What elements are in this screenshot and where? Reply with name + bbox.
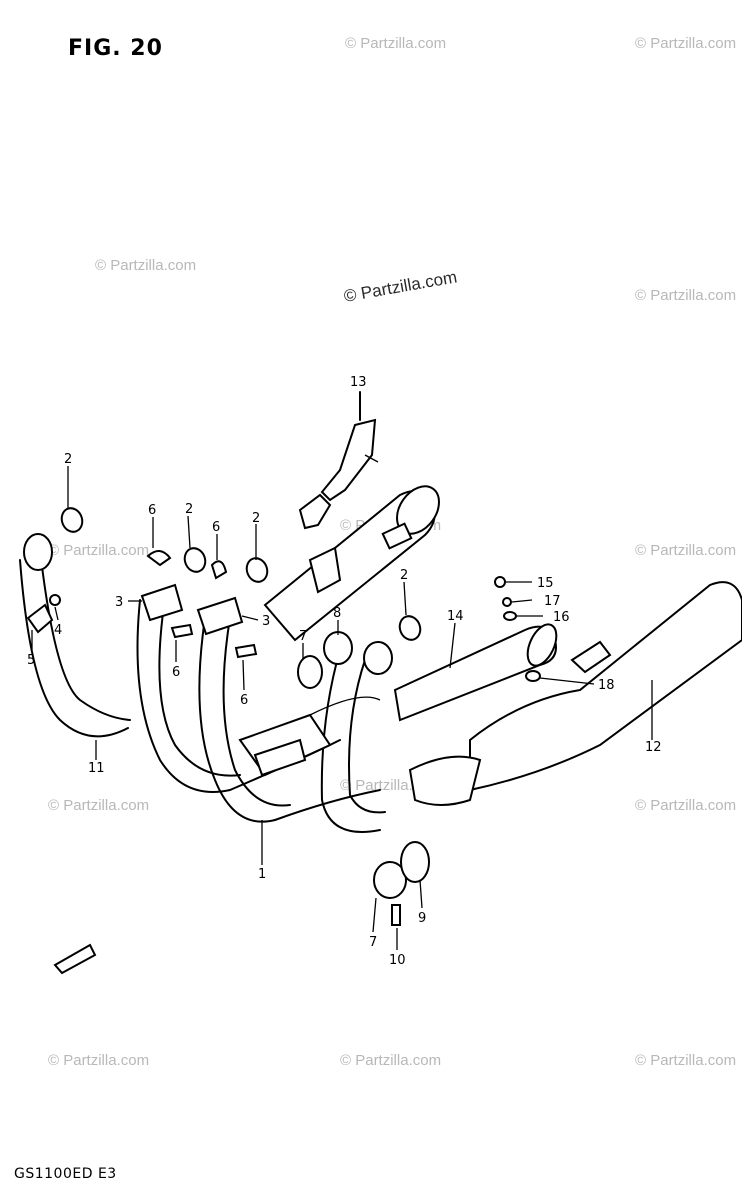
right-muffler: [408, 581, 742, 806]
callout-labels: 13 2 6 2 6 2 2 15 17 16 14 3 3 4 5 6 6 7…: [27, 375, 662, 968]
callout-2: 2: [64, 452, 72, 467]
callout-12: 12: [645, 740, 662, 755]
watermark: © Partzilla.com: [635, 287, 736, 304]
callout-3: 3: [115, 595, 123, 610]
callout-5: 5: [27, 653, 35, 668]
watermark: © Partzilla.com: [635, 35, 736, 52]
watermark: © Partzilla.com: [48, 1052, 149, 1069]
model-code: GS1100ED E3: [14, 1166, 117, 1182]
callout-7: 7: [299, 629, 307, 644]
watermark: © Partzilla.com: [635, 797, 736, 814]
watermark: © Partzilla.com: [340, 1052, 441, 1069]
leader-lines: [31, 466, 653, 950]
callout-2: 2: [252, 511, 260, 526]
callout-6: 6: [148, 503, 156, 518]
bracket-part: [298, 391, 379, 530]
figure-title: FIG. 20: [68, 36, 163, 61]
header-pipes: [19, 549, 386, 833]
watermark: © Partzilla.com: [635, 1052, 736, 1069]
callout-9: 9: [418, 911, 426, 926]
watermark: © Partzilla.com: [345, 35, 446, 52]
callout-17: 17: [544, 594, 561, 609]
callout-18: 18: [598, 678, 615, 693]
direction-arrow-icon: [53, 943, 97, 975]
callout-8: 8: [333, 606, 341, 621]
callout-10: 10: [389, 953, 406, 968]
watermark: © Partzilla.com: [48, 542, 149, 559]
callout-2: 2: [185, 502, 193, 517]
callout-2: 2: [400, 568, 408, 583]
callout-14: 14: [447, 609, 464, 624]
callout-16: 16: [553, 610, 570, 625]
callout-1: 1: [258, 867, 266, 882]
callout-6: 6: [240, 693, 248, 708]
watermark-center: © Partzilla.com: [342, 267, 458, 306]
callout-6: 6: [212, 520, 220, 535]
tail-pipe-14: [393, 623, 558, 722]
watermark: © Partzilla.com: [635, 542, 736, 559]
left-muffler: [263, 485, 440, 642]
callout-3: 3: [262, 614, 270, 629]
callout-7: 7: [369, 935, 377, 950]
callout-15: 15: [537, 576, 554, 591]
hardware: [23, 507, 541, 926]
watermark: © Partzilla.com: [48, 797, 149, 814]
callout-13: 13: [350, 375, 367, 390]
collector: [238, 696, 381, 777]
callout-11: 11: [88, 761, 105, 776]
callout-4: 4: [54, 623, 62, 638]
watermark: © Partzilla.com: [95, 257, 196, 274]
callout-6: 6: [172, 665, 180, 680]
